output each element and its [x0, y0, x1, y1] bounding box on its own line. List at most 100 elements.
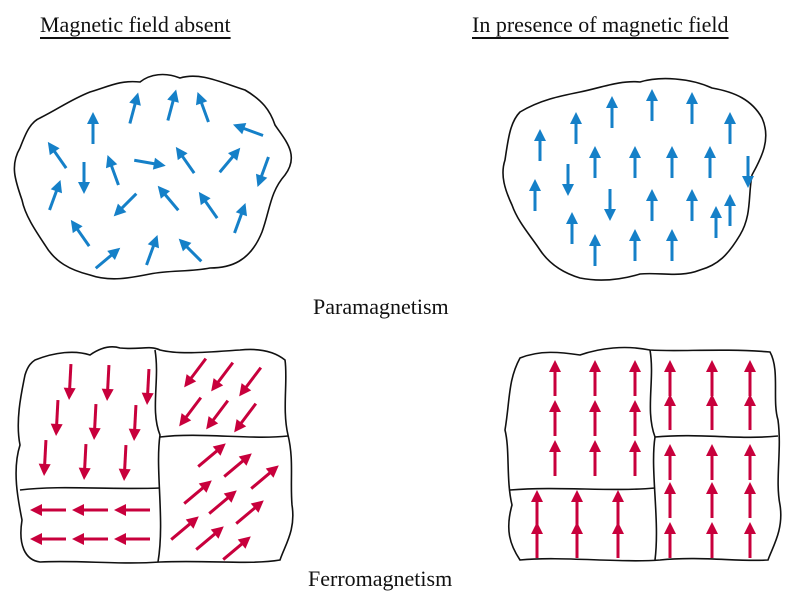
- domain-arrow-down: [50, 399, 63, 436]
- spin-arrow-random: [94, 247, 121, 270]
- label-ferromagnetism: Ferromagnetism: [308, 566, 453, 591]
- domain-arrow-left: [114, 533, 150, 545]
- domain-arrow-up: [744, 444, 756, 480]
- para-blob-present: [502, 77, 767, 281]
- ferro-blob-absent: [15, 346, 294, 564]
- ferro-wall-v-present: [649, 349, 658, 561]
- domain-arrow-up: [706, 482, 718, 518]
- domain-arrow-up: [706, 444, 718, 480]
- spin-arrow-aligned: [629, 146, 641, 178]
- domain-arrow-up: [664, 482, 676, 518]
- spin-arrow-aligned: [534, 129, 546, 161]
- domain-arrow-down: [128, 404, 141, 441]
- domain-arrow-up: [744, 522, 756, 558]
- spin-arrow-antialigned: [742, 156, 754, 188]
- domain-arrow-up: [664, 444, 676, 480]
- domain-arrow-down: [101, 364, 114, 401]
- spin-arrow-aligned: [566, 212, 578, 244]
- spin-arrow-random: [255, 156, 270, 188]
- spin-arrow-random: [87, 112, 99, 144]
- domain-arrow-up: [531, 490, 543, 526]
- domain-arrow-up: [589, 360, 601, 396]
- domain-arrow-up: [589, 400, 601, 436]
- spin-arrow-random: [166, 89, 179, 121]
- domain-arrow-up: [744, 482, 756, 518]
- domain-arrow-down: [38, 439, 51, 476]
- spin-arrow-aligned: [529, 179, 541, 211]
- domain-arrow-up-right: [195, 526, 224, 551]
- spin-arrow-aligned: [570, 112, 582, 144]
- domain-arrow-left: [114, 504, 150, 516]
- domain-arrow-up-right: [223, 453, 252, 478]
- spin-arrow-random: [48, 179, 63, 211]
- spin-arrow-random: [145, 234, 160, 266]
- spin-arrow-aligned: [646, 189, 658, 221]
- spin-arrow-random: [133, 157, 166, 170]
- spin-arrow-aligned: [666, 146, 678, 178]
- domain-arrow-up-right: [250, 465, 279, 490]
- spin-arrow-aligned: [704, 146, 716, 178]
- domain-arrow-up: [629, 440, 641, 476]
- domain-arrow-down-left: [211, 361, 235, 392]
- domain-arrow-up: [744, 360, 756, 396]
- ferro-wall-h1-absent: [19, 486, 161, 491]
- domain-arrow-down-left: [206, 399, 230, 430]
- spin-arrow-aligned: [666, 229, 678, 261]
- domain-arrow-left: [72, 533, 108, 545]
- domain-arrow-down: [141, 368, 154, 405]
- spin-arrow-aligned: [724, 112, 736, 144]
- domain-arrow-up: [664, 394, 676, 430]
- domain-arrow-up: [706, 522, 718, 558]
- spin-arrow-aligned: [629, 229, 641, 261]
- domain-arrow-up: [664, 522, 676, 558]
- spin-arrow-random: [47, 141, 68, 169]
- spin-arrow-random: [195, 91, 210, 123]
- domain-arrow-up: [706, 394, 718, 430]
- domain-arrow-up-right: [235, 500, 264, 525]
- domain-arrow-left: [72, 504, 108, 516]
- spin-arrow-random: [175, 146, 196, 174]
- domain-arrow-down: [88, 403, 101, 440]
- spin-arrow-random: [233, 202, 248, 234]
- domain-arrow-up: [744, 394, 756, 430]
- ferro-wall-h2-present: [654, 434, 779, 439]
- domain-arrow-up: [571, 490, 583, 526]
- domain-arrow-up: [589, 440, 601, 476]
- domain-arrow-down: [63, 363, 76, 400]
- domain-arrow-up: [549, 440, 561, 476]
- spin-arrow-random: [232, 122, 264, 137]
- ferro-wall-h2-absent: [159, 434, 289, 438]
- domain-arrow-left: [30, 533, 66, 545]
- domain-arrow-left: [30, 504, 66, 516]
- spin-arrow-random: [105, 154, 120, 186]
- header-field-absent: Magnetic field absent: [40, 12, 231, 37]
- domain-arrow-up: [612, 522, 624, 558]
- spin-arrow-aligned: [724, 194, 736, 226]
- spin-arrow-aligned: [589, 146, 601, 178]
- spin-arrow-aligned: [710, 206, 722, 238]
- spin-arrow-antialigned: [562, 164, 574, 196]
- domain-arrow-up-right: [197, 443, 226, 468]
- domain-arrow-up: [629, 400, 641, 436]
- spin-arrow-aligned: [646, 89, 658, 121]
- spin-arrow-antialigned: [604, 189, 616, 221]
- domain-arrow-up: [629, 360, 641, 396]
- spin-arrow-aligned: [686, 189, 698, 221]
- domain-arrow-up: [664, 360, 676, 396]
- domain-arrow-down-left: [234, 402, 258, 433]
- spin-arrow-aligned: [606, 96, 618, 128]
- ferro-wall-h1-present: [509, 487, 656, 491]
- domain-arrow-up-right: [208, 490, 237, 515]
- spin-arrow-random: [113, 192, 138, 217]
- domain-arrow-down-left: [184, 357, 208, 388]
- spin-arrow-aligned: [686, 92, 698, 124]
- domain-arrow-up-right: [183, 480, 212, 505]
- domain-arrow-up: [549, 400, 561, 436]
- spin-arrow-random: [70, 219, 91, 247]
- header-field-present: In presence of magnetic field: [472, 12, 729, 37]
- domain-arrow-up-right: [222, 536, 251, 561]
- ferro-wall-v-absent: [154, 349, 162, 563]
- spin-arrow-random: [128, 92, 141, 124]
- spin-arrow-random: [78, 162, 90, 194]
